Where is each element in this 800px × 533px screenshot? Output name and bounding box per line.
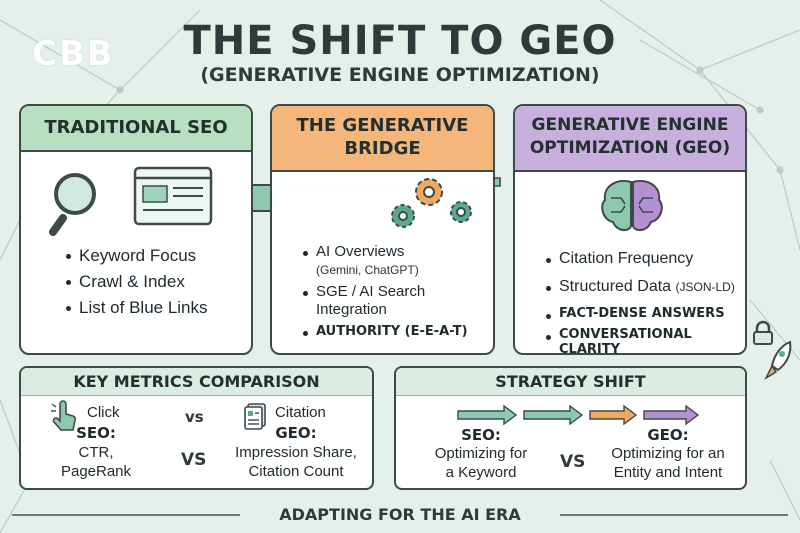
panel-traditional-seo: TRADITIONAL SEO Keyword Focus Crawl & In…: [19, 104, 253, 355]
brain-icon: [601, 180, 663, 232]
metrics-seo-value-1: CTR,: [78, 444, 114, 461]
strategy-geo-label: GEO:: [647, 426, 689, 444]
panel-geo: GENERATIVE ENGINE OPTIMIZATION (GEO) Cit…: [513, 104, 747, 355]
arrow-teal-1: [457, 404, 518, 426]
footer-rule-right: [560, 514, 788, 516]
metrics-citation-label: Citation: [275, 404, 326, 421]
citation-document-icon: [244, 403, 266, 430]
list-item: Structured Data (JSON-LD): [545, 278, 745, 296]
list-item: AI Overviews (Gemini, ChatGPT): [302, 243, 468, 279]
metrics-geo-value-1: Impression Share,: [235, 444, 357, 461]
strategy-vs: VS: [560, 452, 586, 472]
list-item: Citation Frequency: [545, 250, 745, 268]
strategy-heading: STRATEGY SHIFT: [396, 368, 745, 396]
panel-heading-bridge: THE GENERATIVE BRIDGE: [272, 106, 493, 172]
click-hand-icon: [51, 400, 76, 431]
bridge-feature-list: AI Overviews (Gemini, ChatGPT) SGE / AI …: [302, 243, 468, 345]
list-item: Keyword Focus: [65, 246, 208, 266]
rocket-icon: [764, 340, 792, 380]
metrics-geo-value-2: Citation Count: [248, 463, 344, 480]
bridge-heading-line2: BRIDGE: [344, 138, 421, 159]
strategy-seo-label: SEO:: [461, 426, 501, 444]
list-item: List of Blue Links: [65, 298, 208, 318]
panel-heading-geo: GENERATIVE ENGINE OPTIMIZATION (GEO): [515, 106, 745, 172]
key-metrics-box: KEY METRICS COMPARISON Click vs Citation…: [19, 366, 374, 490]
page-title: THE SHIFT TO GEO: [183, 18, 617, 64]
arrow-purple: [643, 404, 700, 426]
seo-feature-list: Keyword Focus Crawl & Index List of Blue…: [65, 246, 208, 324]
metrics-seo-label: SEO:: [76, 424, 116, 442]
geo-feature-list: Citation Frequency Structured Data (JSON…: [545, 250, 745, 353]
metrics-seo-value-2: PageRank: [60, 463, 132, 480]
strategy-geo-line-1: Optimizing for an: [611, 445, 725, 462]
lock-icon: [753, 320, 773, 345]
panel-heading-seo: TRADITIONAL SEO: [21, 106, 251, 152]
list-item: FACT-DENSE ANSWERS: [545, 306, 745, 321]
footer-rule-left: [12, 514, 240, 516]
list-item: AUTHORITY (E-E-A-T): [302, 323, 468, 341]
gears-icon: [391, 178, 472, 228]
browser-window-icon: [133, 166, 213, 226]
arrow-orange: [589, 404, 638, 426]
strategy-arrows: [457, 404, 700, 426]
list-item: SGE / AI Search Integration: [302, 283, 468, 319]
bridge-heading-line1: THE GENERATIVE: [296, 115, 469, 136]
brand-logo: CBB: [32, 34, 115, 74]
arrow-teal-2: [523, 404, 584, 426]
geo-heading-line2: OPTIMIZATION (GEO): [529, 138, 731, 158]
strategy-shift-box: STRATEGY SHIFT SEO: Optimizing for a Key…: [394, 366, 747, 490]
footer-tagline: ADAPTING FOR THE AI ERA: [279, 505, 521, 524]
list-item: CONVERSATIONAL CLARITY: [545, 327, 745, 353]
strategy-seo-line-2: a Keyword: [445, 464, 517, 481]
geo-heading-line1: GENERATIVE ENGINE: [531, 115, 729, 135]
metrics-vs-large: VS: [181, 450, 207, 470]
strategy-seo-line-1: Optimizing for: [434, 445, 528, 462]
panel-generative-bridge: THE GENERATIVE BRIDGE AI Overviews (Gemi…: [270, 104, 495, 355]
metrics-vs-small: vs: [185, 408, 204, 426]
strategy-geo-line-2: Entity and Intent: [613, 464, 723, 481]
metrics-click-label: Click: [87, 404, 120, 421]
metrics-geo-label: GEO:: [275, 424, 317, 442]
list-item: Crawl & Index: [65, 272, 208, 292]
page-subtitle: (GENERATIVE ENGINE OPTIMIZATION): [200, 64, 600, 86]
magnifier-icon: [49, 173, 96, 236]
metrics-heading: KEY METRICS COMPARISON: [21, 368, 372, 396]
